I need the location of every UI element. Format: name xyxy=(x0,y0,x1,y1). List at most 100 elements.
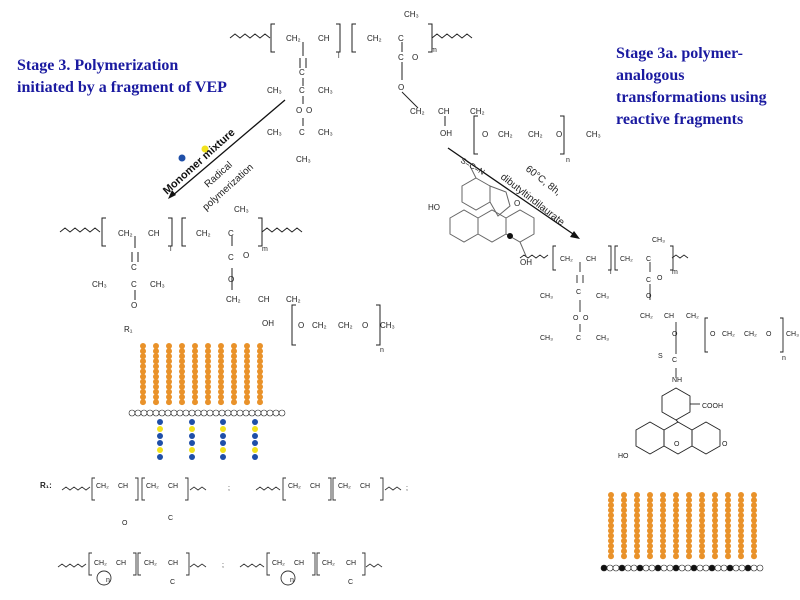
chem-label: CH xyxy=(258,295,270,304)
brush-bead xyxy=(647,502,653,509)
brush-bead xyxy=(231,383,237,390)
brush-bead xyxy=(647,497,653,504)
brush-bead xyxy=(179,368,185,375)
brush-bead xyxy=(205,383,211,390)
starting-polymer-labels: CH₂ CH l CH₂ C CH₃ C CH₃ C CH₃ O O CH₃ C… xyxy=(267,10,601,164)
brush-bead xyxy=(257,373,263,380)
brush-bead xyxy=(205,343,211,349)
stage3-product-labels: CH₂ CH l CH₂ C CH₃ m C CH₃ C CH₃ O R₁ C … xyxy=(92,205,395,354)
chem-label: n xyxy=(782,355,786,362)
brush-bead xyxy=(712,512,718,519)
monomer-bead xyxy=(220,447,226,453)
brush-bead xyxy=(153,399,159,406)
brush-bead xyxy=(608,502,614,509)
chem-label: O xyxy=(306,106,312,115)
brush-bead xyxy=(647,507,653,514)
surface-bead xyxy=(218,409,226,417)
brush-bead xyxy=(673,548,679,555)
surface-bead xyxy=(260,409,268,417)
surface-bead xyxy=(666,564,674,572)
chem-label: CH xyxy=(116,560,126,567)
brush-bead xyxy=(673,543,679,549)
brush-bead xyxy=(738,548,744,555)
chem-label: CH xyxy=(360,483,370,490)
brush-bead xyxy=(634,532,640,539)
brush-bead xyxy=(673,527,679,534)
chem-label: CH₂ xyxy=(146,483,159,490)
monomer-dot-blue xyxy=(178,154,186,162)
brush-bead xyxy=(660,543,666,549)
brush-bead xyxy=(738,492,744,498)
brush-bead xyxy=(621,512,627,519)
surface-bead xyxy=(600,564,608,572)
brush-bead xyxy=(647,512,653,519)
brush-bead xyxy=(179,353,185,360)
brush-bead xyxy=(231,373,237,380)
surface-bead xyxy=(738,564,746,572)
chem-label: CH₃ xyxy=(234,205,249,214)
surface-bead xyxy=(242,409,250,417)
chem-label: C xyxy=(348,579,353,586)
brush-bead xyxy=(634,502,640,509)
brush-bead xyxy=(218,399,224,406)
brush-bead xyxy=(257,388,263,395)
brush-bead xyxy=(218,348,224,355)
chem-label: COOH xyxy=(702,403,723,410)
brush-bead xyxy=(231,399,237,406)
brush-bead xyxy=(751,543,757,549)
brush-bead xyxy=(699,512,705,519)
brush-bead xyxy=(712,502,718,509)
brush-bead xyxy=(218,378,224,385)
brush-bead xyxy=(699,522,705,529)
brush-bead xyxy=(686,548,692,555)
brush-bead xyxy=(140,363,146,370)
brush-bead xyxy=(244,343,250,349)
chem-label: CH₂ xyxy=(272,560,285,567)
brush-bead xyxy=(751,497,757,504)
brush-bead xyxy=(634,548,640,555)
chem-label: O xyxy=(412,53,418,62)
right-polymer-brush xyxy=(608,492,757,560)
brush-bead xyxy=(205,353,211,360)
stage3a-title: Stage 3a. polymer-analogous transformati… xyxy=(616,45,767,128)
surface-bead xyxy=(176,409,184,417)
surface-bead xyxy=(636,564,644,572)
r1-separator: ; xyxy=(406,485,408,492)
brush-bead xyxy=(725,522,731,529)
monomer-bead xyxy=(157,419,163,425)
left-polymer-brush xyxy=(140,343,263,406)
brush-bead xyxy=(621,553,627,560)
surface-bead xyxy=(720,564,728,572)
brush-bead xyxy=(634,497,640,504)
brush-bead xyxy=(647,522,653,529)
brush-bead xyxy=(244,388,250,395)
chem-label: C xyxy=(299,68,305,77)
left-grafted-chains xyxy=(157,419,258,460)
brush-bead xyxy=(725,532,731,539)
chem-label: C xyxy=(168,515,173,522)
chem-label: S xyxy=(658,353,663,360)
brush-bead xyxy=(738,527,744,534)
chem-label: CH₂ xyxy=(226,295,241,304)
brush-bead xyxy=(192,383,198,390)
brush-bead xyxy=(738,517,744,524)
brush-bead xyxy=(712,517,718,524)
chem-label: CH xyxy=(310,483,320,490)
brush-bead xyxy=(608,497,614,504)
monomer-bead xyxy=(220,426,226,432)
chem-label: CH₂ xyxy=(338,483,351,490)
brush-bead xyxy=(166,343,172,349)
brush-bead xyxy=(725,537,731,544)
brush-bead xyxy=(699,517,705,524)
brush-bead xyxy=(699,553,705,560)
chem-label: m xyxy=(672,269,678,276)
brush-bead xyxy=(179,373,185,380)
brush-bead xyxy=(673,537,679,544)
brush-bead xyxy=(218,368,224,375)
brush-bead xyxy=(660,502,666,509)
brush-bead xyxy=(699,497,705,504)
chem-label: O xyxy=(766,331,772,338)
brush-bead xyxy=(608,492,614,498)
brush-bead xyxy=(153,343,159,349)
brush-bead xyxy=(205,378,211,385)
